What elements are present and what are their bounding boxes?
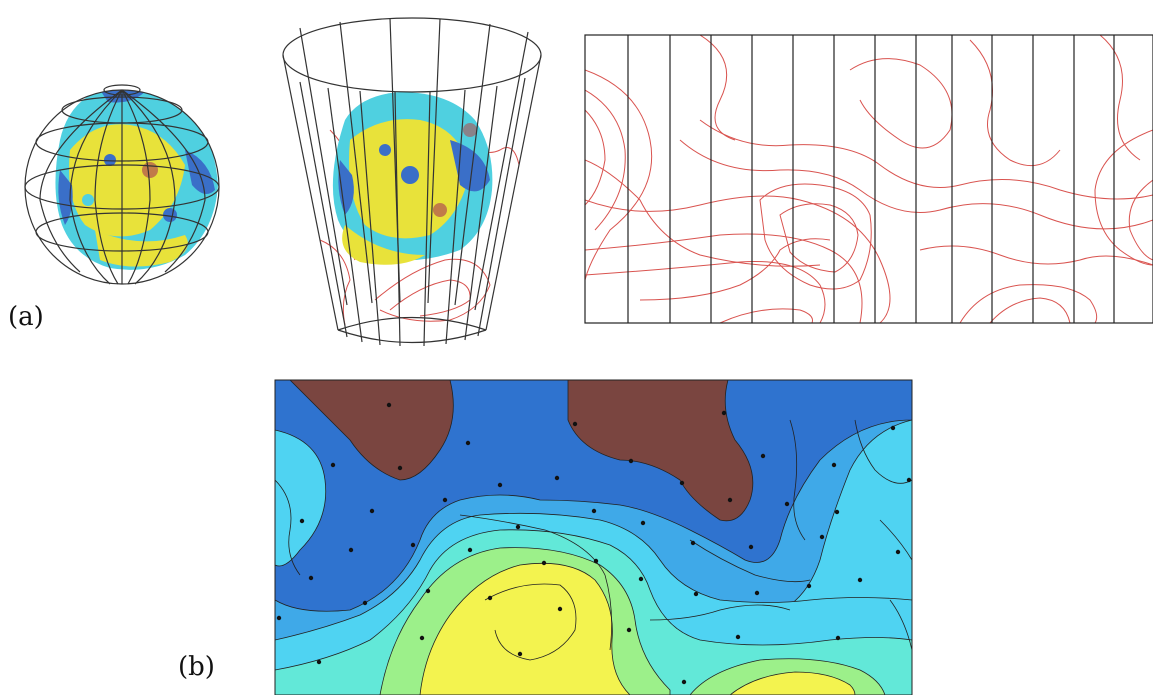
panel-label-a: (a) [8,302,44,332]
cylinder-projection [282,17,542,347]
unrolled-contours [585,35,1153,323]
filled-contour-map [274,379,913,695]
panel-label-b: (b) [178,652,215,682]
unrolled-projection [584,34,1153,324]
sample-points [276,402,912,685]
contour-levels [275,380,912,695]
sphere-projection [24,84,220,285]
protein-surface-cylinder [332,92,493,265]
